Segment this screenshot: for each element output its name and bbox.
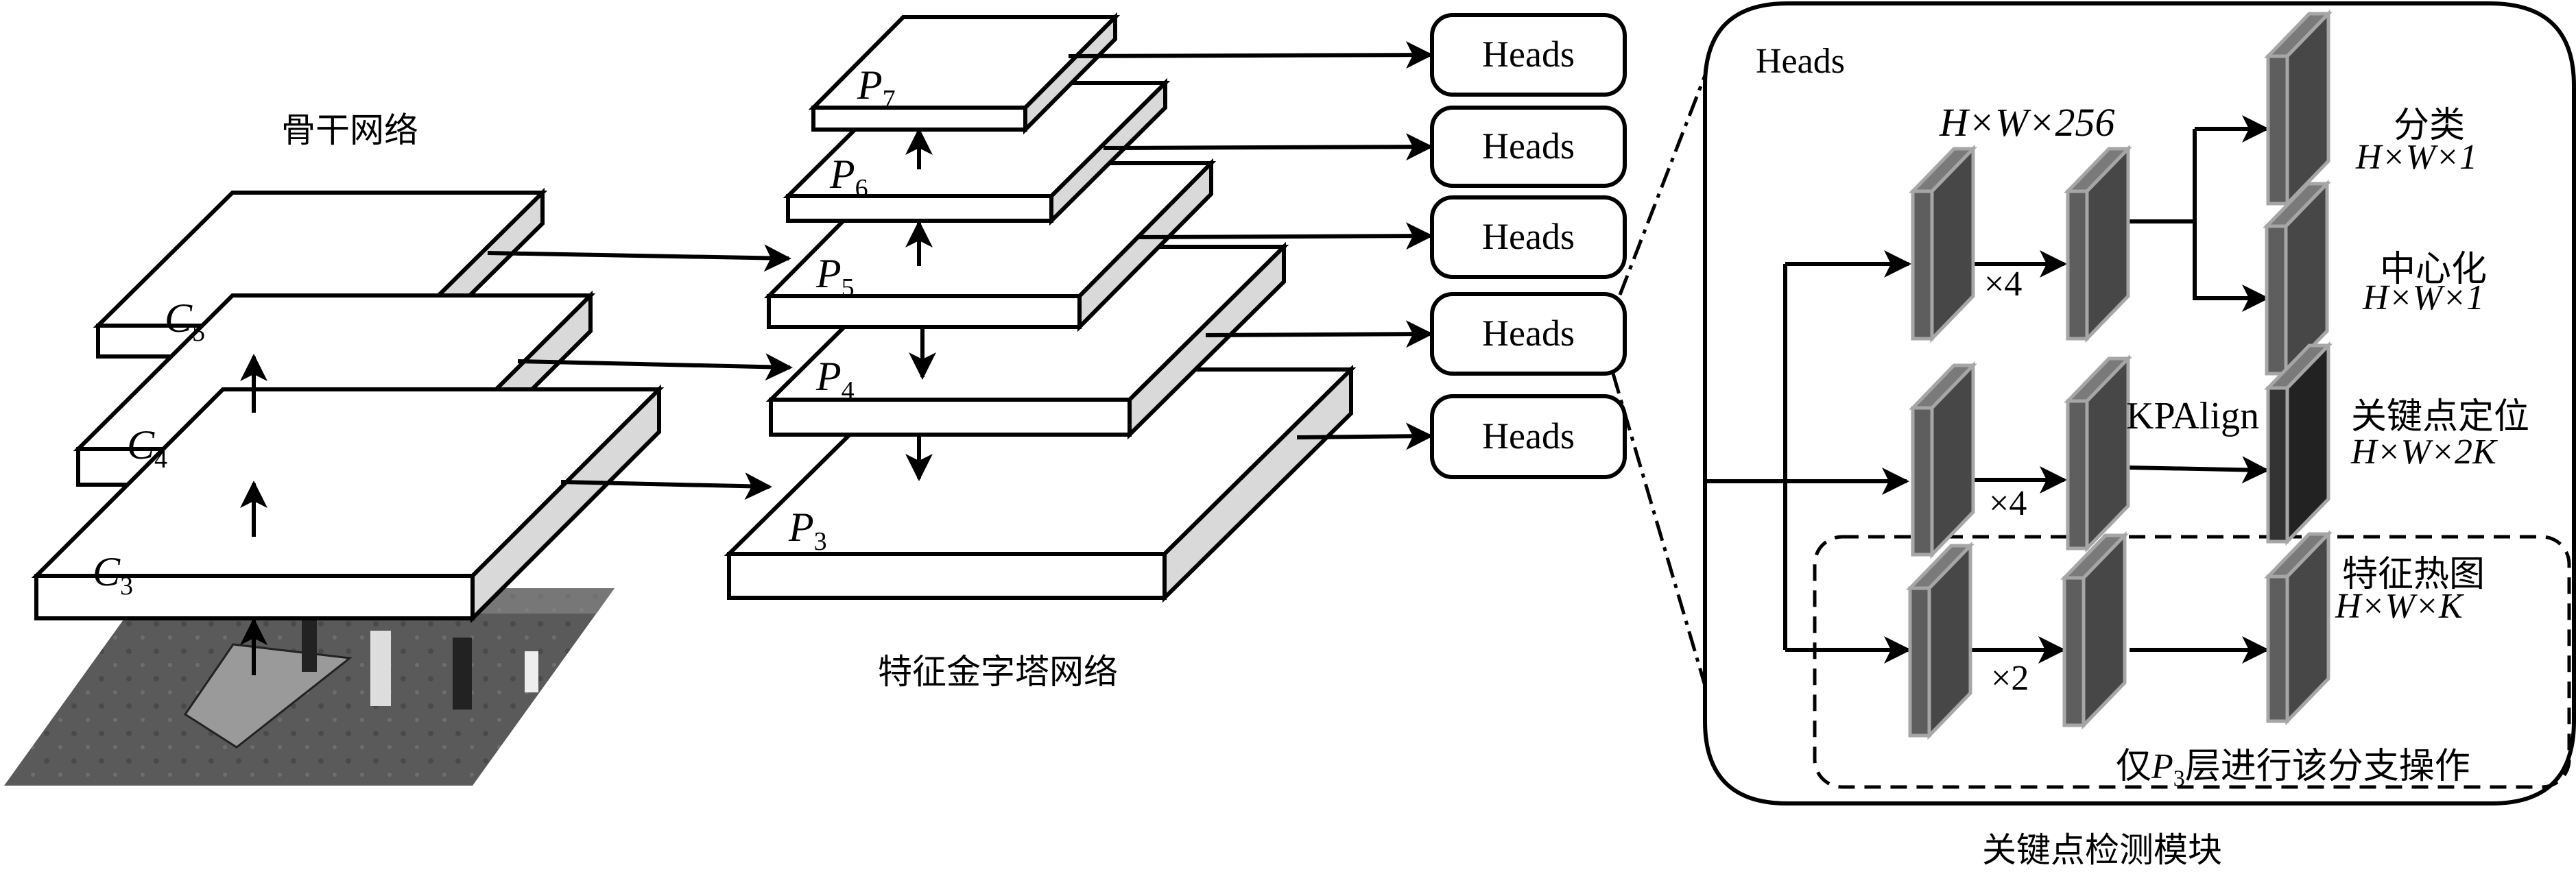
arrow-p5-to-head bbox=[1137, 222, 1433, 250]
output-keypoint-name: 关键点定位 bbox=[2351, 396, 2530, 437]
layer-letter: P bbox=[789, 505, 814, 550]
block-row1-b bbox=[2064, 144, 2132, 343]
zoom-line-bottom bbox=[1611, 373, 1707, 686]
arrow-c4-to-p4 bbox=[517, 353, 793, 381]
output-centerness-name: 中心化 bbox=[2380, 249, 2488, 290]
p3-only-note: 仅P3层进行该分支操作 bbox=[2116, 737, 2470, 792]
arrow-p6-to-head bbox=[1103, 133, 1433, 161]
heads-label: Heads bbox=[1482, 313, 1575, 354]
block-row2-a bbox=[1909, 361, 1977, 559]
module-title: 关键点检测模块 bbox=[1982, 830, 2222, 870]
fpn-title: 特征金字塔网络 bbox=[878, 652, 1118, 692]
layer-index: 7 bbox=[882, 85, 896, 114]
block-row2-b bbox=[2064, 354, 2132, 553]
block-out-cls bbox=[2264, 9, 2333, 208]
backbone-title: 骨干网络 bbox=[281, 110, 418, 150]
p3-note-post: 层进行该分支操作 bbox=[2184, 746, 2470, 787]
person bbox=[370, 631, 391, 706]
heads-box-3 bbox=[1430, 292, 1627, 376]
label-p7: P7 bbox=[857, 62, 896, 114]
repeat-x4-mid: ×4 bbox=[1989, 484, 2027, 523]
layer-index: 4 bbox=[841, 376, 855, 405]
kpalign-label: KPAlign bbox=[2126, 395, 2260, 437]
layer-letter: P bbox=[816, 251, 842, 296]
arrow-p7-to-head bbox=[1068, 41, 1433, 69]
p3-note-p: P bbox=[2151, 747, 2173, 786]
label-p4: P4 bbox=[816, 353, 855, 406]
feature-dim-label: H×W×256 bbox=[1940, 100, 2115, 145]
heads-box-1 bbox=[1430, 106, 1627, 188]
heads-label: Heads bbox=[1482, 125, 1575, 167]
heads-box-0 bbox=[1430, 13, 1627, 97]
person bbox=[453, 638, 472, 710]
arrow-c3-to-p3 bbox=[560, 472, 772, 500]
heads-box-2 bbox=[1430, 195, 1627, 279]
person bbox=[525, 651, 538, 692]
block-row1-a bbox=[1909, 144, 1977, 343]
block-out-ctr bbox=[2263, 179, 2331, 378]
slab-c3 bbox=[31, 384, 665, 624]
layer-letter: P bbox=[830, 152, 855, 197]
p3-only-branch-box bbox=[1813, 535, 2571, 789]
output-classification-name: 分类 bbox=[2394, 105, 2466, 146]
heads-label: Heads bbox=[1482, 34, 1575, 75]
layer-index: 5 bbox=[841, 274, 855, 302]
output-keypoint-dim: H×W×2K bbox=[2351, 433, 2496, 472]
label-p3: P3 bbox=[789, 504, 827, 557]
output-classification-dim: H×W×1 bbox=[2356, 138, 2478, 177]
layer-letter: C bbox=[165, 295, 193, 341]
layer-index: 5 bbox=[192, 318, 206, 347]
repeat-x2-bottom: ×2 bbox=[1991, 659, 2029, 698]
split-trunk bbox=[2128, 129, 2197, 223]
split-ctr bbox=[2193, 221, 2269, 312]
arrow-p3-to-head bbox=[1296, 422, 1433, 450]
layer-index: 3 bbox=[120, 572, 134, 601]
p3-note-sub: 3 bbox=[2173, 766, 2185, 792]
layer-letter: P bbox=[816, 354, 842, 399]
slab-p3 bbox=[724, 364, 1357, 603]
layer-index: 4 bbox=[154, 445, 168, 474]
output-centerness-dim: H×W×1 bbox=[2363, 278, 2485, 317]
label-c5: C5 bbox=[165, 295, 205, 348]
module-panel-title: Heads bbox=[1756, 42, 1845, 81]
layer-index: 6 bbox=[855, 174, 868, 203]
block-out-hm bbox=[2264, 529, 2333, 726]
output-heatmap-dim: H×W×K bbox=[2335, 587, 2463, 626]
block-row3-a bbox=[1906, 541, 1975, 740]
person bbox=[302, 617, 317, 672]
label-c4: C4 bbox=[127, 422, 167, 474]
output-heatmap-name: 特征热图 bbox=[2342, 554, 2485, 595]
layer-index: 3 bbox=[813, 527, 827, 556]
label-p5: P5 bbox=[816, 250, 855, 303]
heads-box-4 bbox=[1430, 394, 1627, 479]
block-row3-b bbox=[2060, 531, 2129, 730]
p3-note-pre: 仅 bbox=[2116, 746, 2152, 787]
zoom-line-top bbox=[1618, 75, 1707, 295]
heads-module-panel bbox=[1703, 1, 2576, 806]
slab-p7 bbox=[808, 12, 1121, 135]
label-c3: C3 bbox=[93, 548, 133, 601]
kp-out bbox=[2127, 456, 2269, 484]
heads-label: Heads bbox=[1482, 216, 1575, 257]
arrow-c5-to-p5 bbox=[487, 244, 791, 272]
heads-label: Heads bbox=[1482, 415, 1575, 457]
repeat-x4-top: ×4 bbox=[1984, 265, 2023, 304]
layer-letter: C bbox=[127, 422, 155, 468]
arrow-p4-to-head bbox=[1205, 320, 1433, 348]
layer-letter: P bbox=[857, 62, 883, 108]
label-p6: P6 bbox=[830, 151, 868, 204]
layer-letter: C bbox=[93, 549, 121, 594]
block-out-kp bbox=[2264, 341, 2333, 546]
